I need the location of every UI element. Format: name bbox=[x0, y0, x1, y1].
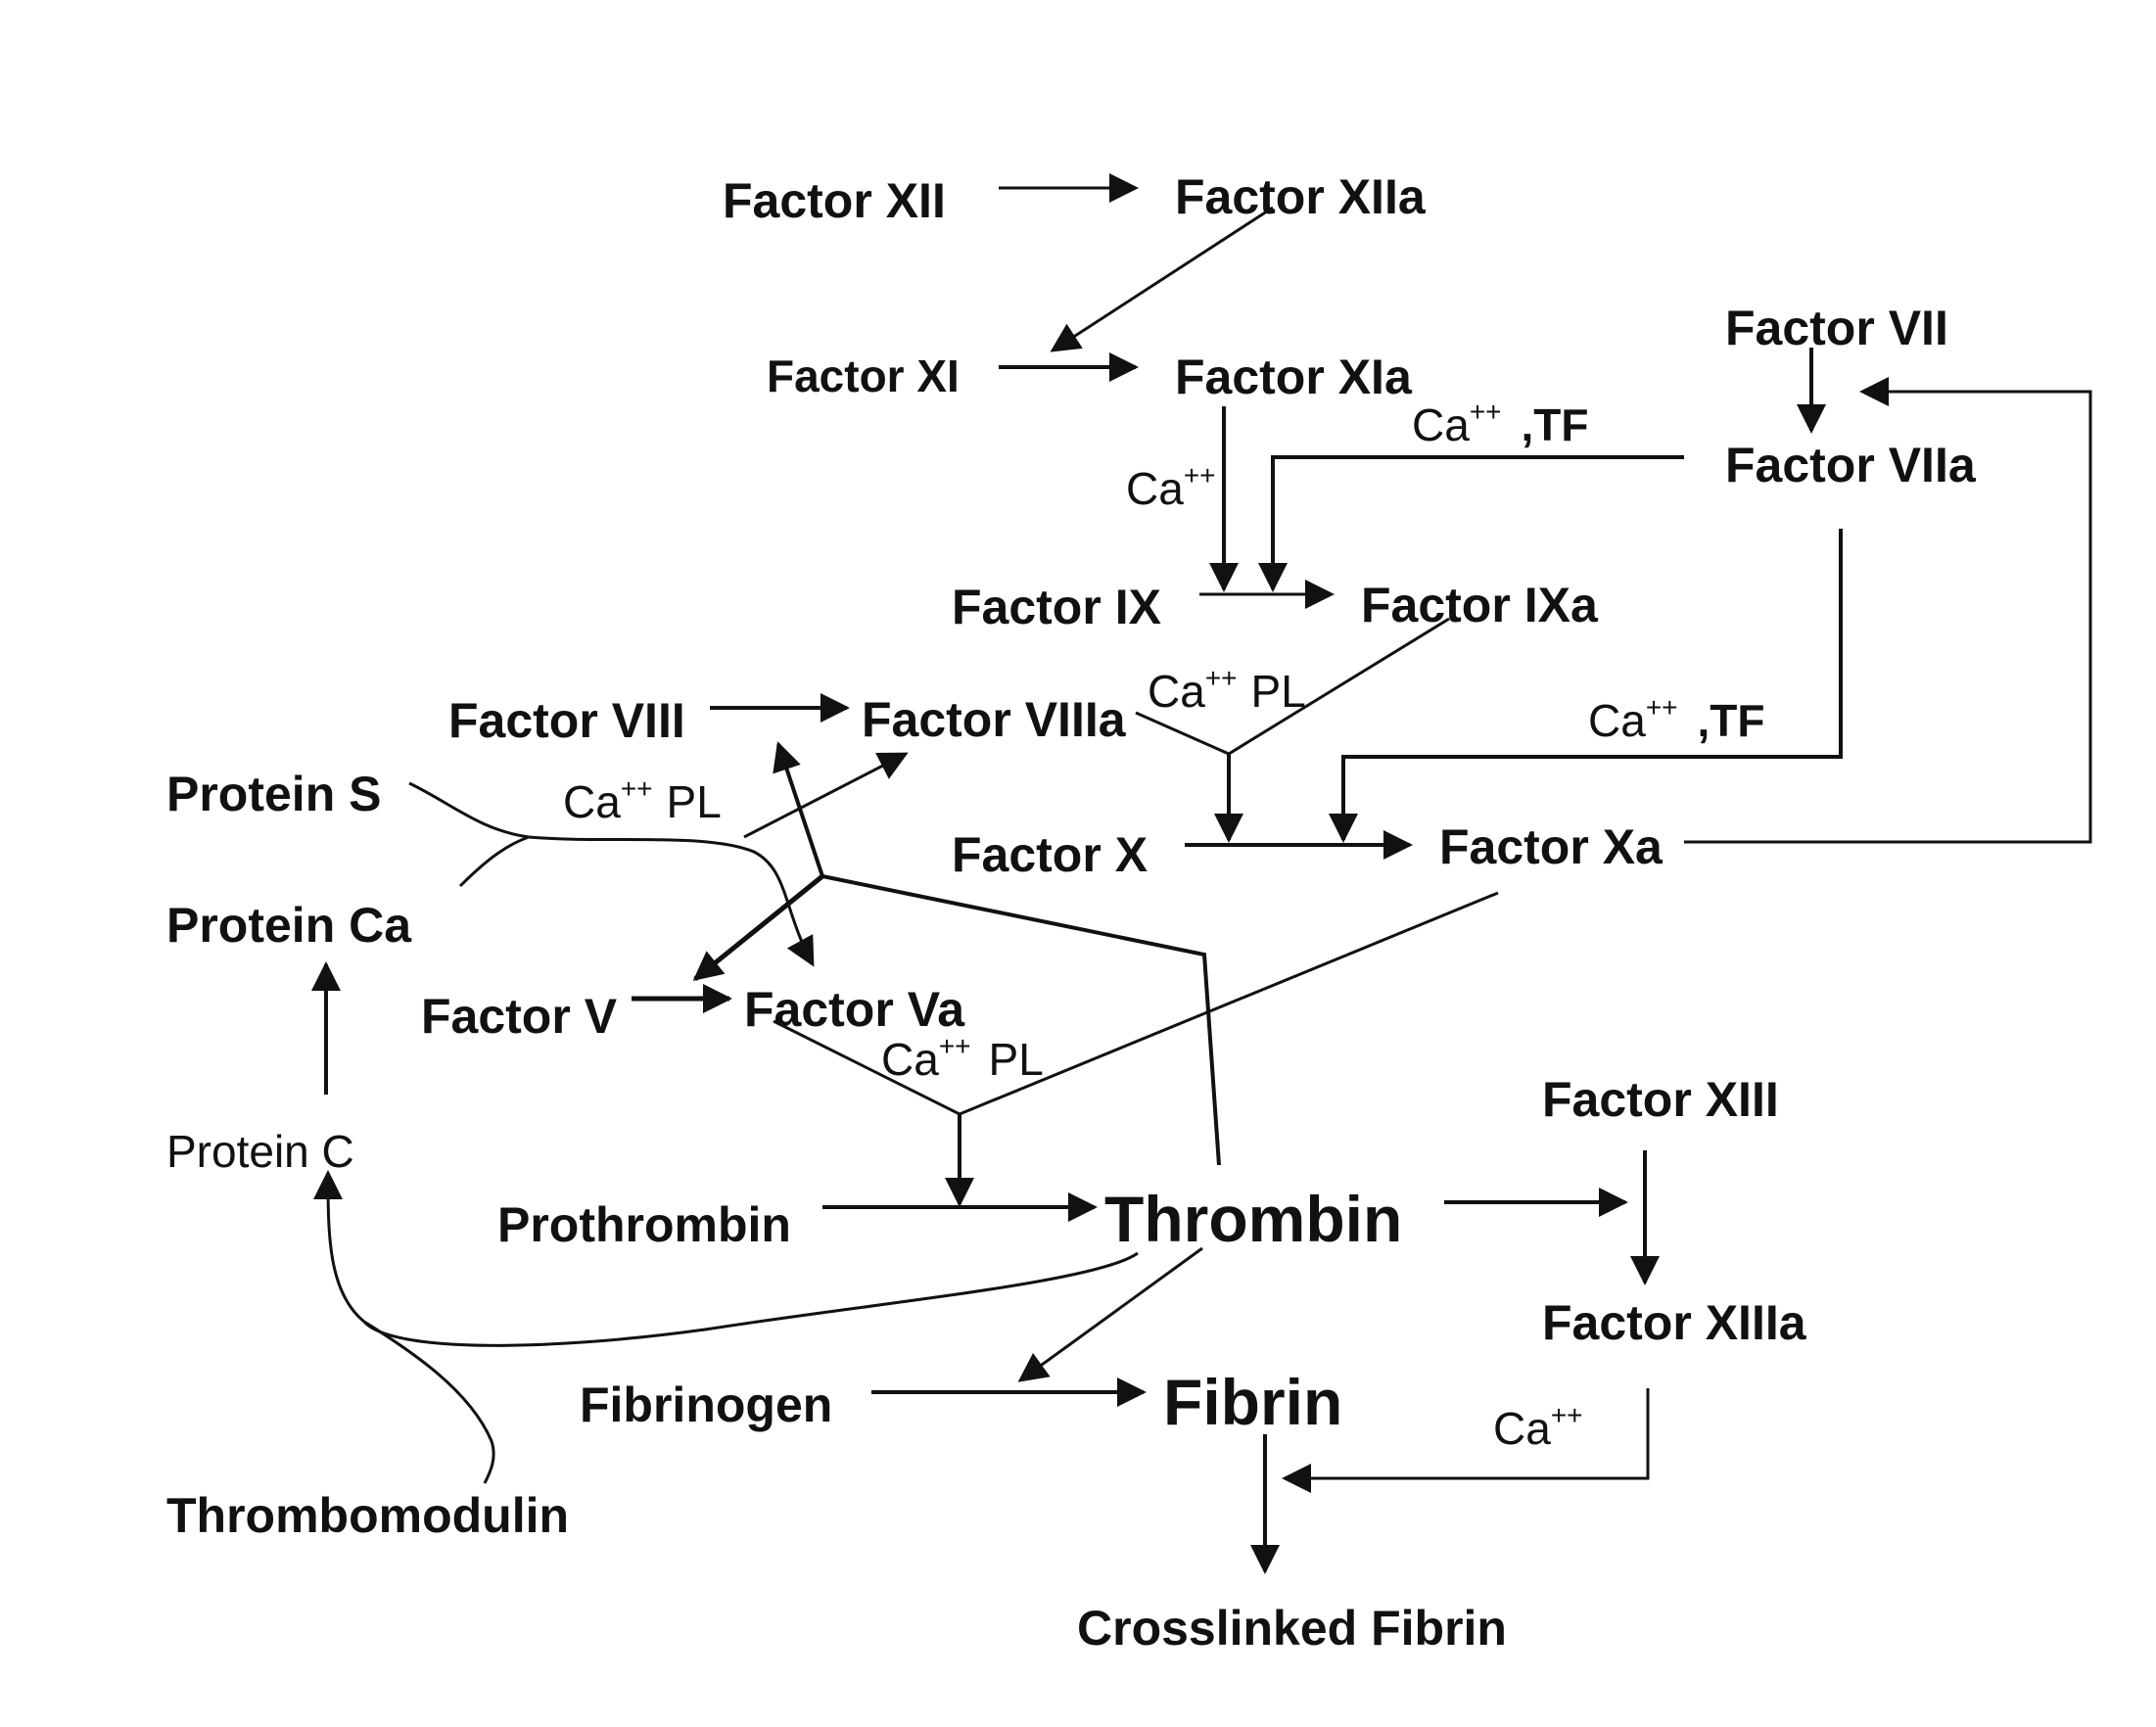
fibrin-label: Fibrin bbox=[1163, 1366, 1342, 1438]
factor-ixa-label: Factor IXa bbox=[1361, 578, 1599, 632]
arrow-thrombin-to-viiia bbox=[778, 744, 822, 876]
protein-s-label: Protein S bbox=[166, 767, 381, 821]
factor-xi-label: Factor XI bbox=[767, 350, 960, 401]
factor-va-label: Factor Va bbox=[744, 982, 965, 1037]
cofactor-ca-tf-lower: Ca++,TF bbox=[1588, 692, 1765, 746]
prothrombin-label: Prothrombin bbox=[497, 1197, 791, 1252]
protein-c-label: Protein C bbox=[166, 1126, 354, 1177]
protein-ca-curve bbox=[460, 837, 529, 886]
arrow-protein-to-viiia bbox=[744, 754, 906, 837]
factor-xiii-label: Factor XIII bbox=[1542, 1072, 1779, 1127]
factor-ix-label: Factor IX bbox=[952, 580, 1161, 634]
arrow-viia-to-x bbox=[1343, 529, 1841, 840]
factor-xia-label: Factor XIa bbox=[1175, 350, 1413, 404]
arrow-viia-to-ix bbox=[1273, 457, 1684, 589]
fibrinogen-label: Fibrinogen bbox=[580, 1377, 832, 1432]
cofactor-ca-pl-va: Ca++PL bbox=[881, 1031, 1044, 1085]
factor-viia-label: Factor VIIa bbox=[1725, 438, 1977, 492]
arrow-thrombin-to-fibrinogen bbox=[1020, 1248, 1202, 1380]
protein-ca-label: Protein Ca bbox=[166, 898, 412, 953]
cofactor-ca-pl-ixa: Ca++PL bbox=[1148, 663, 1306, 717]
factor-xii-label: Factor XII bbox=[723, 173, 946, 228]
cofactor-ca-pl-protein-s: Ca++PL bbox=[563, 773, 722, 827]
factor-xiia-label: Factor XIIa bbox=[1175, 169, 1427, 224]
factor-v-label: Factor V bbox=[421, 989, 618, 1044]
factor-xa-label: Factor Xa bbox=[1439, 819, 1664, 874]
arrow-xiia-to-xi bbox=[1053, 208, 1273, 350]
cofactor-ca-xiiia: Ca++ bbox=[1493, 1400, 1583, 1454]
thrombomodulin-label: Thrombomodulin bbox=[166, 1488, 569, 1543]
cofactor-ca-xia: Ca++ bbox=[1126, 460, 1216, 514]
factor-viiia-label: Factor VIIIa bbox=[862, 692, 1127, 747]
factor-xiiia-label: Factor XIIIa bbox=[1542, 1295, 1807, 1350]
node-labels: Factor XII Factor XIIa Factor XI Factor … bbox=[166, 169, 1977, 1656]
factor-vii-label: Factor VII bbox=[1725, 301, 1948, 355]
factor-viii-label: Factor VIII bbox=[448, 693, 685, 748]
cofactor-ca-tf-upper: Ca++,TF bbox=[1412, 397, 1589, 450]
arrow-thrombin-to-v bbox=[695, 876, 822, 979]
thrombin-label: Thrombin bbox=[1104, 1183, 1402, 1255]
crosslinked-fibrin-label: Crosslinked Fibrin bbox=[1077, 1601, 1507, 1656]
factor-x-label: Factor X bbox=[952, 827, 1148, 882]
